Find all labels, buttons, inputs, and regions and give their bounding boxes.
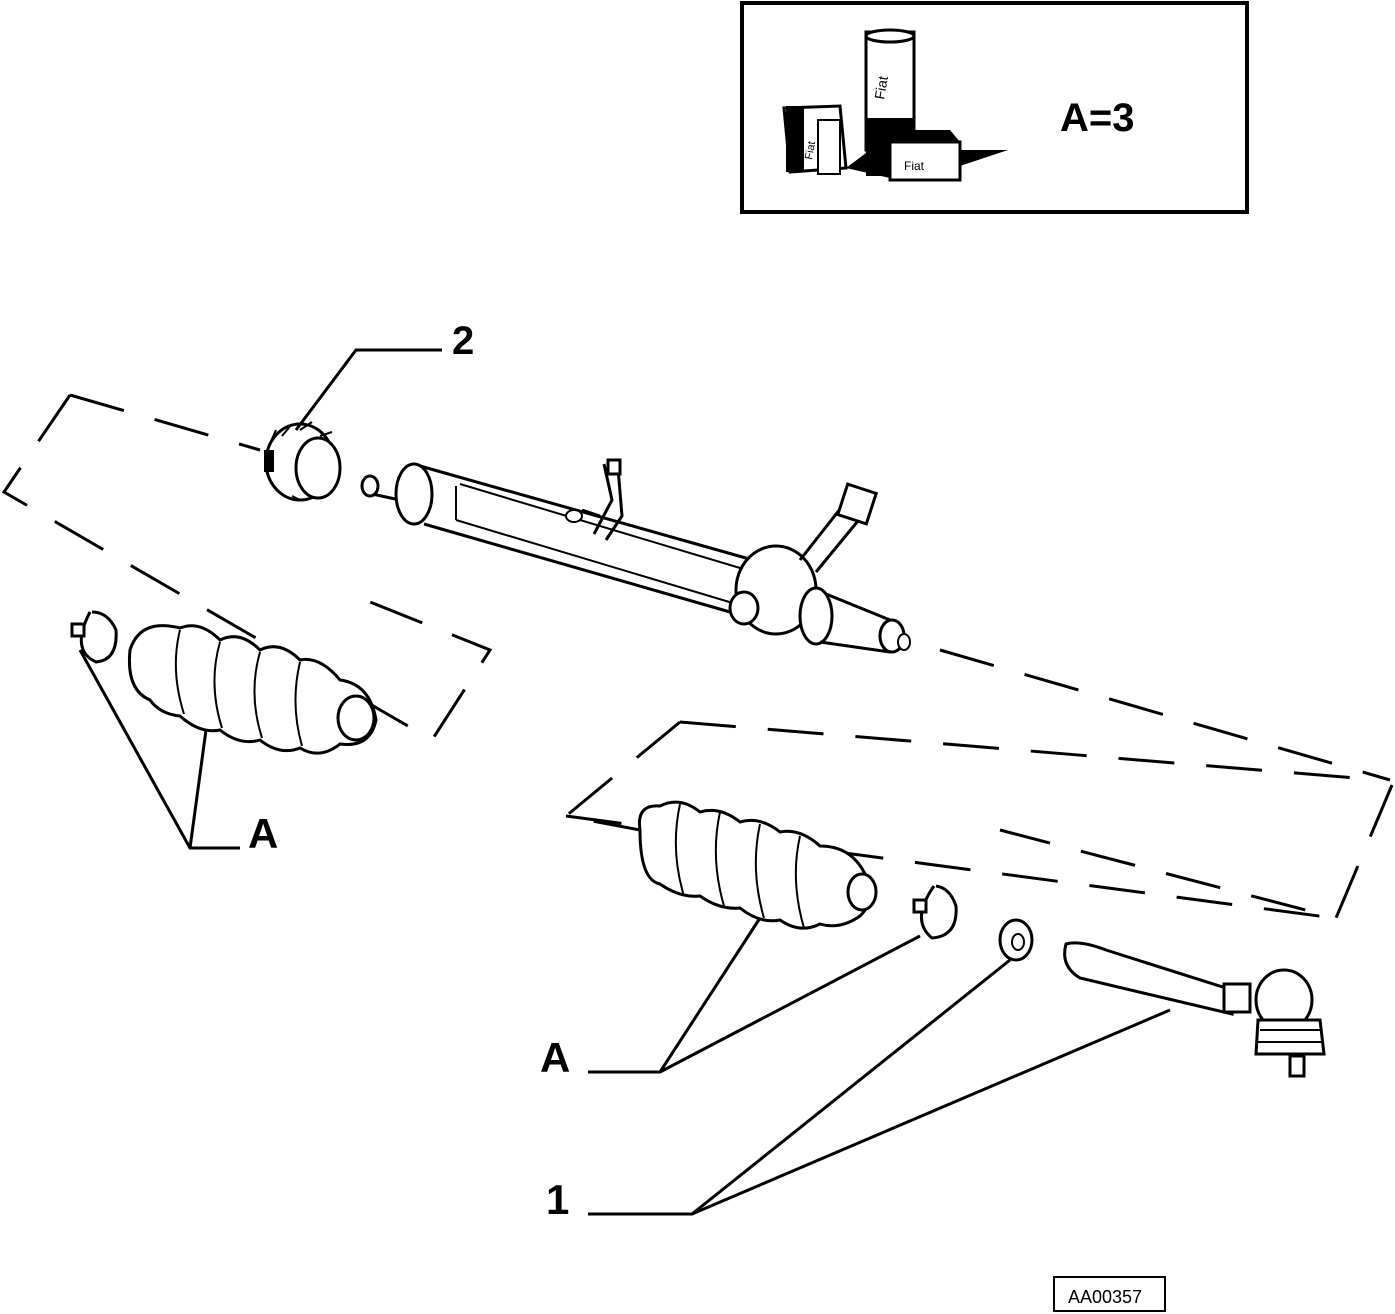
drawing-code: AA00357 — [1068, 1287, 1142, 1307]
tie-rod-nut — [998, 918, 1034, 962]
dashed-assembly-outline-upper — [1, 393, 1391, 782]
boot-right — [637, 800, 878, 930]
drawing-code-box: AA00357 — [1053, 1276, 1166, 1312]
callout-part-2: 2 — [452, 319, 474, 363]
steering-rack — [360, 458, 911, 654]
legend-box: Fiat Fiat Fiat A=3 — [740, 1, 1249, 214]
legend-quantity-label: A=3 — [1060, 96, 1135, 140]
boot-left — [127, 624, 378, 755]
clamp-clip-left — [70, 610, 118, 664]
left-box-brand-text: Fiat — [803, 140, 818, 160]
fiat-lubricant-icon: Fiat Fiat Fiat — [782, 28, 1008, 182]
callout-part-1: 1 — [546, 1176, 569, 1223]
clamp-clip-right — [912, 884, 958, 940]
ring-nut — [264, 421, 342, 502]
bottom-box-brand-text: Fiat — [904, 159, 925, 173]
tie-rod-end — [1063, 941, 1326, 1078]
callout-group-a-left: A — [248, 810, 278, 857]
leader-lines — [78, 348, 1171, 1216]
can-brand-text: Fiat — [871, 75, 891, 101]
callout-group-a-right: A — [540, 1034, 570, 1081]
